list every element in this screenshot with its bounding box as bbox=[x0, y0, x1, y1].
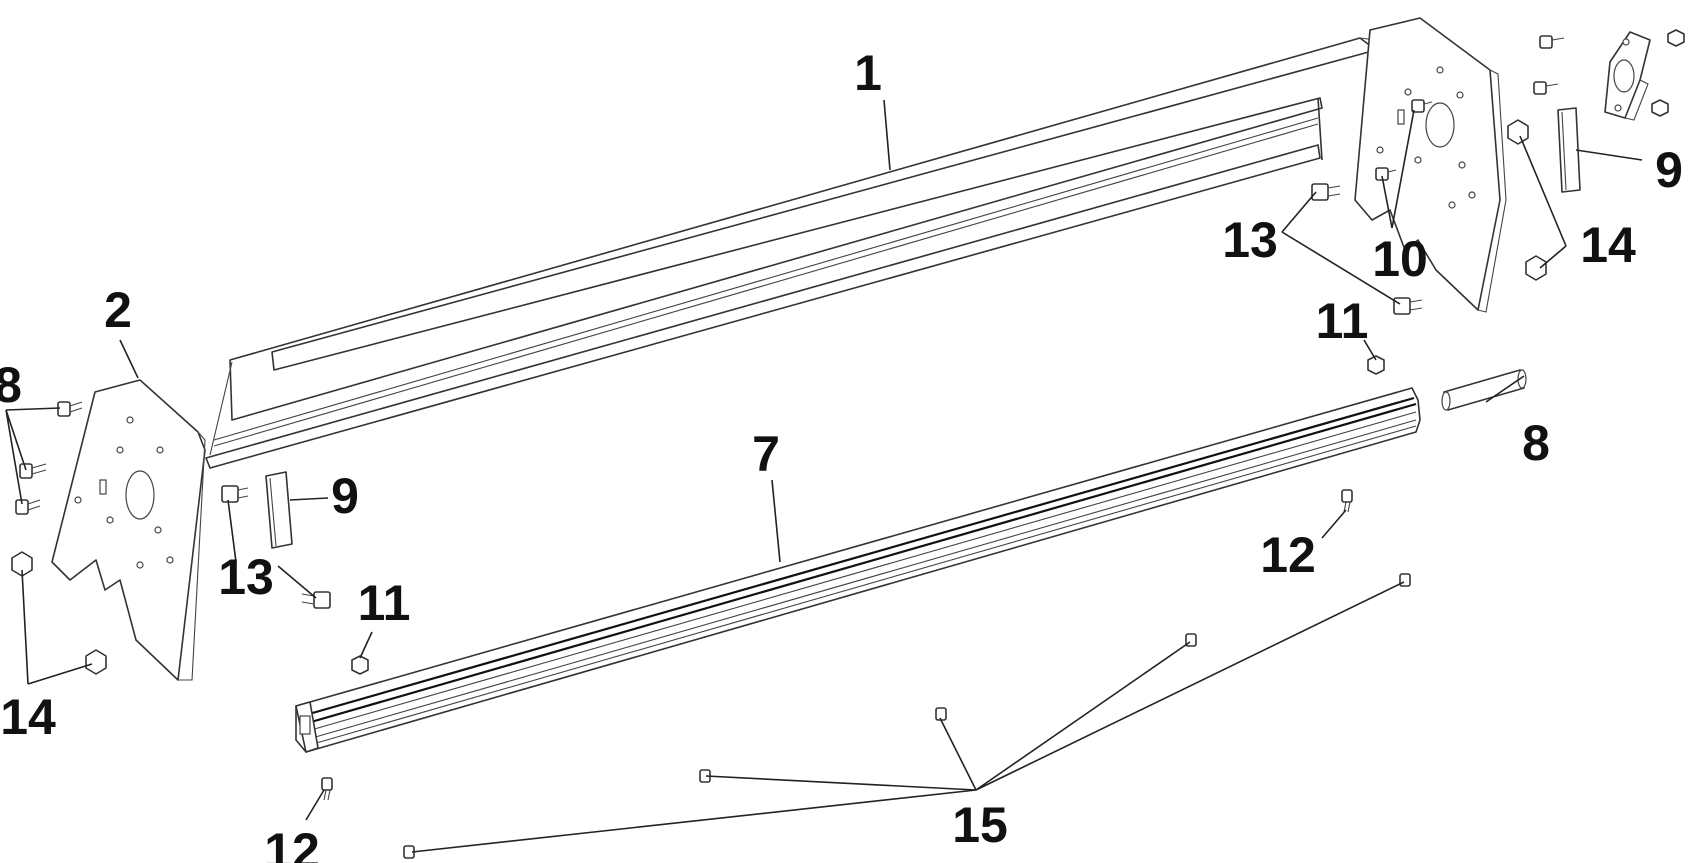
callout-11-right: 11 bbox=[1316, 293, 1369, 349]
screw-top-b bbox=[1533, 81, 1559, 95]
screw-15-c bbox=[935, 707, 947, 721]
bolt-13-left-upper bbox=[221, 485, 249, 503]
callout-2: 2 bbox=[104, 282, 132, 338]
bolt-10-a bbox=[1411, 99, 1433, 113]
callout-8-left: 8 bbox=[0, 357, 22, 413]
callouts: 1 2 7 8 8 9 9 10 11 11 12 12 13 13 14 14… bbox=[0, 45, 1683, 863]
right-end-plate bbox=[1354, 17, 1507, 313]
callout-12-left: 12 bbox=[264, 823, 320, 863]
part-9-shim-right bbox=[1557, 107, 1581, 193]
callout-12-right: 12 bbox=[1260, 527, 1316, 583]
screw-8-a bbox=[57, 401, 83, 417]
bearing-flange bbox=[1604, 31, 1651, 121]
callout-1: 1 bbox=[854, 45, 882, 101]
callout-14-right: 14 bbox=[1580, 217, 1636, 273]
bolt-13-left-lower bbox=[301, 591, 331, 609]
bolt-13-right-upper bbox=[1311, 183, 1341, 201]
callout-15: 15 bbox=[952, 797, 1008, 853]
callout-10: 10 bbox=[1372, 231, 1428, 287]
part-7-extrusion-bar bbox=[295, 387, 1421, 753]
part-9-shim-left bbox=[265, 471, 293, 549]
part-1-angle-extrusion bbox=[205, 37, 1379, 469]
screw-12-right bbox=[1341, 489, 1353, 513]
callout-13-left: 13 bbox=[218, 549, 274, 605]
callout-11-left: 11 bbox=[358, 575, 411, 631]
part-2-left-end-plate bbox=[51, 379, 206, 681]
callout-8-right: 8 bbox=[1522, 415, 1550, 471]
part-8-rod bbox=[1441, 369, 1527, 411]
screw-15-e bbox=[1399, 573, 1411, 587]
leader-lines bbox=[5, 99, 1643, 853]
screw-8-c bbox=[15, 499, 41, 515]
callout-7: 7 bbox=[752, 426, 780, 482]
screw-12-left bbox=[321, 777, 333, 801]
bolt-13-right-lower bbox=[1393, 297, 1423, 315]
callout-9-right: 9 bbox=[1655, 142, 1683, 198]
callout-9-left: 9 bbox=[331, 468, 359, 524]
screw-8-b bbox=[19, 463, 47, 479]
callout-13-right: 13 bbox=[1222, 212, 1278, 268]
screw-top-a bbox=[1539, 35, 1565, 49]
callout-14-left: 14 bbox=[0, 689, 56, 745]
